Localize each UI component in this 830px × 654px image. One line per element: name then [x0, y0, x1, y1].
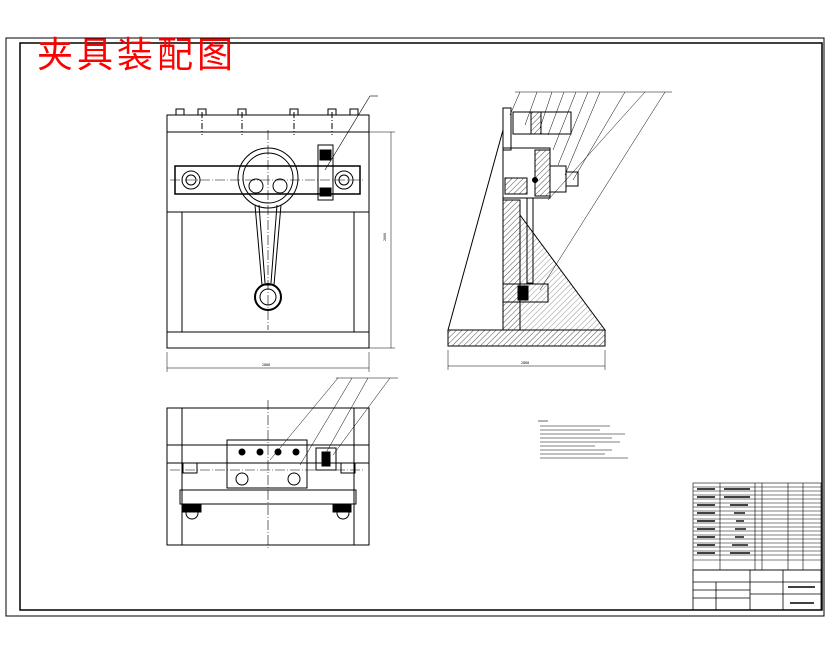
outer-border [5, 37, 825, 617]
technical-notes-block [538, 420, 628, 459]
front-view [166, 95, 395, 372]
front-height-dim: 2888 [383, 233, 387, 241]
title-block [692, 569, 822, 611]
side-width-dim: 2888 [521, 361, 529, 365]
top-view [166, 377, 398, 550]
inner-border [19, 42, 823, 611]
drawing-title: 夹具装配图 [37, 35, 238, 76]
front-width-dim: 2888 [262, 363, 270, 367]
parts-list-table [692, 482, 822, 571]
side-view [447, 91, 672, 370]
